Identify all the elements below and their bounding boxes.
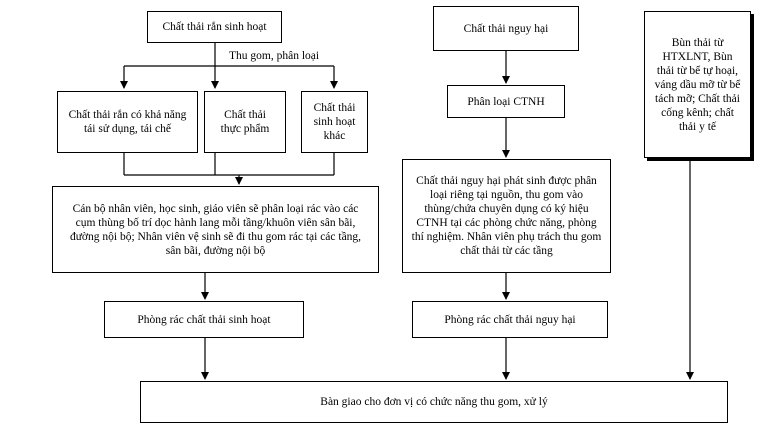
- hazardous-waste-room-label: Phòng rác chất thải nguy hại: [444, 313, 576, 326]
- handover-box: Bàn giao cho đơn vị có chức năng thu gom…: [140, 381, 728, 423]
- hazardous-waste-title: Chất thải nguy hại: [463, 22, 549, 35]
- food-waste-label: Chất thải thực phẩm: [220, 109, 270, 135]
- domestic-waste-room-label: Phòng rác chất thải sinh hoạt: [137, 313, 271, 326]
- hazardous-process-text: Chất thải nguy hại phát sinh được phân l…: [411, 175, 602, 257]
- collect-classify-label: Thu gom, phân loại: [229, 50, 320, 62]
- hazardous-waste-title-box: Chất thải nguy hại: [433, 6, 579, 51]
- food-waste-box: Chất thải thực phẩm: [204, 91, 286, 153]
- sludge-waste-text: Bùn thải từ HTXLNT, Bùn thải từ bể tự ho…: [654, 36, 741, 133]
- domestic-process-box: Cán bộ nhân viên, học sinh, giáo viên sẽ…: [52, 186, 379, 273]
- hazardous-classify-label: Phân loại CTNH: [467, 95, 545, 108]
- recyclable-waste-box: Chất thải rắn có khả năng tái sử dụng, t…: [57, 91, 198, 153]
- recyclable-waste-label: Chất thải rắn có khả năng tái sử dụng, t…: [68, 109, 187, 135]
- hazardous-waste-room-box: Phòng rác chất thải nguy hại: [412, 301, 608, 338]
- hazardous-classify-box: Phân loại CTNH: [447, 85, 565, 118]
- solid-waste-title: Chất thải rắn sinh hoạt: [162, 21, 267, 33]
- handover-text: Bàn giao cho đơn vị có chức năng thu gom…: [320, 396, 548, 408]
- other-domestic-waste-box: Chất thải sinh hoạt khác: [301, 91, 368, 153]
- hazardous-process-box: Chất thải nguy hại phát sinh được phân l…: [402, 159, 611, 273]
- solid-waste-title-box: Chất thải rắn sinh hoạt: [147, 11, 282, 43]
- other-domestic-waste-label: Chất thải sinh hoạt khác: [313, 102, 356, 142]
- domestic-waste-room-box: Phòng rác chất thải sinh hoạt: [104, 301, 304, 338]
- sludge-waste-box: Bùn thải từ HTXLNT, Bùn thải từ bể tự ho…: [644, 11, 751, 158]
- domestic-process-text: Cán bộ nhân viên, học sinh, giáo viên sẽ…: [69, 202, 362, 257]
